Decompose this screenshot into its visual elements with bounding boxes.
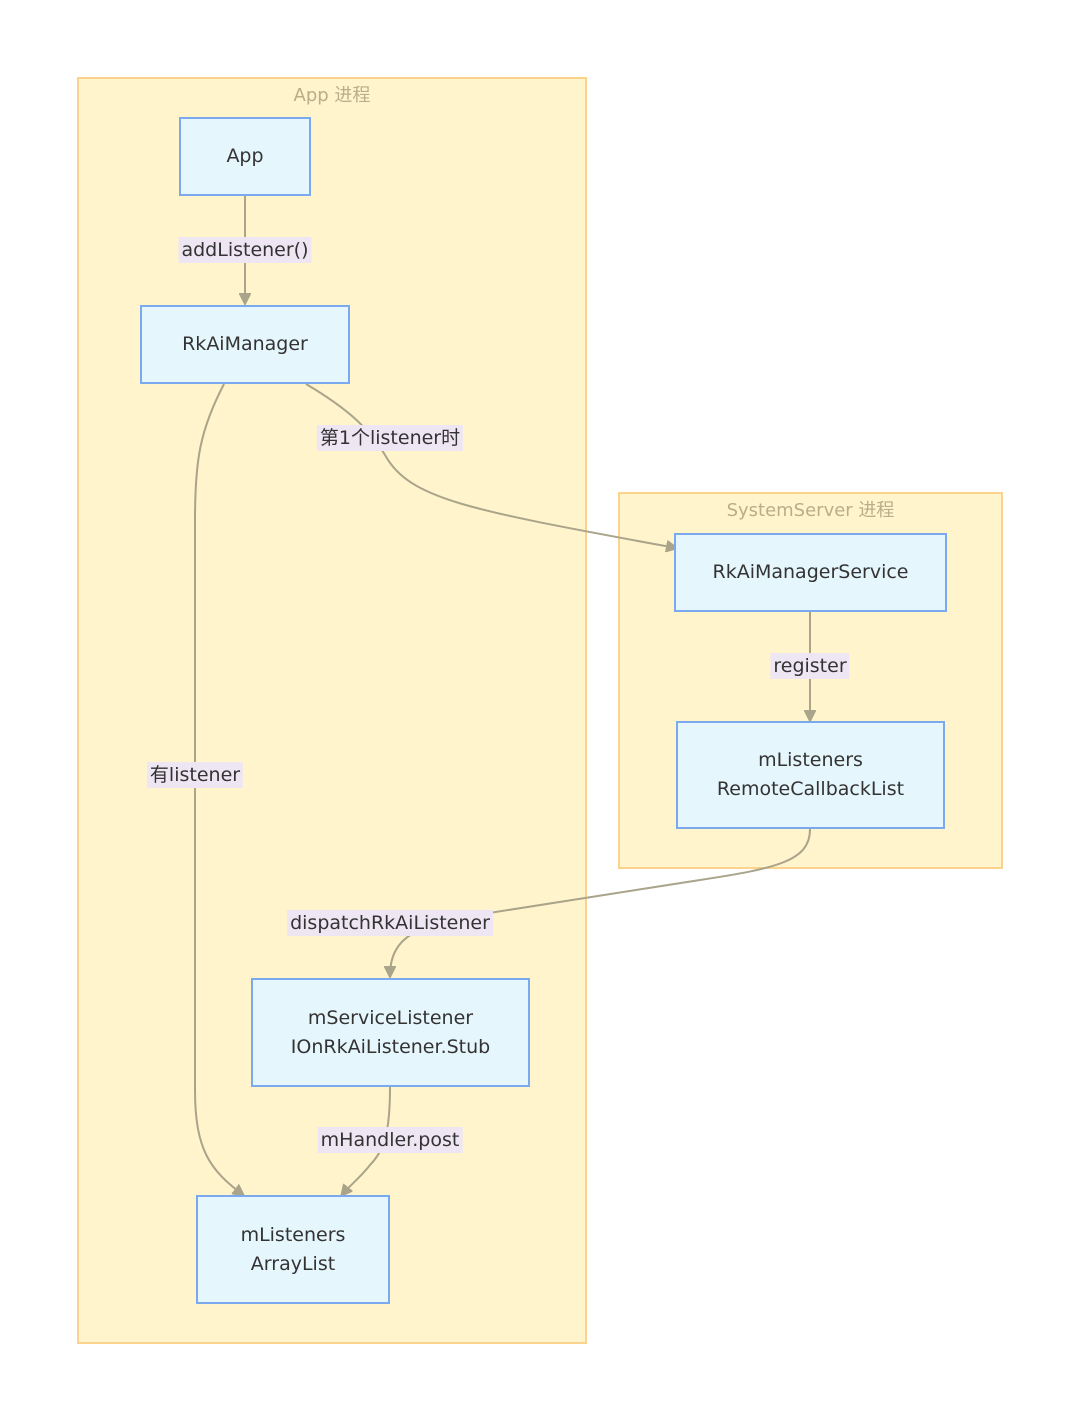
node-remote-callback-list: mListeners RemoteCallbackList	[676, 721, 945, 829]
edge-label-first-listener: 第1个listener时	[316, 425, 464, 451]
edge-rkaimanager-to-arraylist	[194, 383, 243, 1195]
node-rkaimanager-label: RkAiManager	[182, 333, 308, 355]
node-service-listener-line1: mServiceListener	[307, 1006, 474, 1029]
edge-label-add-listener: addListener()	[178, 237, 312, 263]
node-array-list-line2: ArrayList	[250, 1252, 336, 1275]
node-rkaimanagerservice: RkAiManagerService	[674, 533, 947, 612]
systemserver-process-title: SystemServer 进程	[726, 500, 895, 521]
node-app-label: App	[226, 145, 264, 167]
node-array-list: mListeners ArrayList	[196, 1195, 390, 1304]
node-service-listener: mServiceListener IOnRkAiListener.Stub	[251, 978, 530, 1087]
node-remote-list-line1: mListeners	[758, 749, 863, 771]
edge-remotelist-to-servicelistener	[390, 828, 811, 976]
edge-servicelistener-to-arraylist	[342, 1086, 391, 1195]
edge-label-dispatch: dispatchRkAiListener	[287, 910, 493, 936]
edge-label-register: register	[770, 653, 850, 679]
app-process-title: App 进程	[293, 85, 371, 106]
node-remote-list-line2: RemoteCallbackList	[716, 778, 905, 800]
node-array-list-line1: mListeners	[240, 1223, 346, 1246]
node-rkaimanager: RkAiManager	[140, 305, 350, 384]
node-app: App	[179, 117, 311, 196]
edge-label-has-listener: 有listener	[146, 762, 244, 788]
edge-label-handler-post: mHandler.post	[317, 1127, 463, 1153]
node-service-label: RkAiManagerService	[712, 561, 909, 583]
edge-rkaimanager-to-service	[305, 383, 676, 548]
node-service-listener-line2: IOnRkAiListener.Stub	[290, 1035, 491, 1058]
